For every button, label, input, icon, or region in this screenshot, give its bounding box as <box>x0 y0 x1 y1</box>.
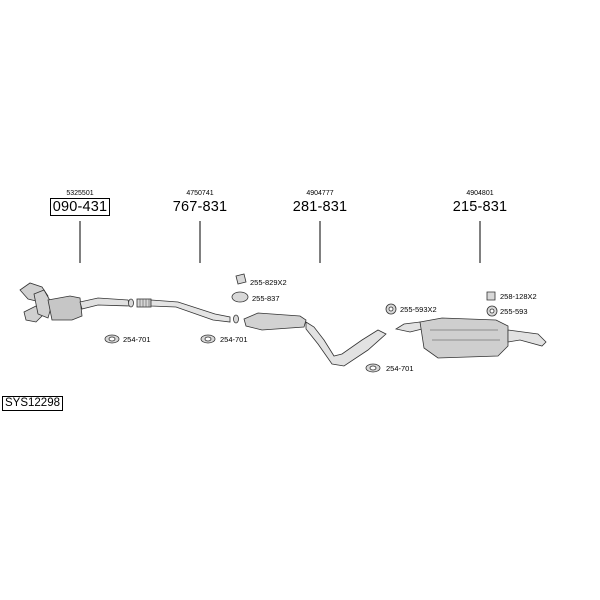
oem-number: 4904801 <box>466 190 494 197</box>
oem-number: 4904777 <box>306 190 334 197</box>
accessory-label: 254-701 <box>220 335 248 344</box>
clamp-icon <box>104 334 120 344</box>
rubber-mount-icon <box>231 291 249 303</box>
rear-silencer <box>394 317 547 359</box>
intermediate-pipe <box>136 298 231 323</box>
accessory-label: 255-593 <box>500 307 528 316</box>
accessory-label: 254-701 <box>386 364 414 373</box>
oem-number: 4750741 <box>186 190 214 197</box>
oem-number: 5325501 <box>66 190 94 197</box>
accessory-label: 255-829X2 <box>250 278 287 287</box>
part-090-431: 5325501 090-431 <box>44 190 116 216</box>
system-code: SYS12298 <box>2 396 63 411</box>
gasket-icon <box>233 314 239 324</box>
accessory-label: 255-593X2 <box>400 305 437 314</box>
accessory-label: 258-128X2 <box>500 292 537 301</box>
rubber-mount-icon <box>486 305 498 317</box>
part-number: 215-831 <box>452 199 508 215</box>
part-767-831: 4750741 767-831 <box>164 190 236 216</box>
part-number: 767-831 <box>172 199 228 215</box>
middle-silencer <box>243 312 387 367</box>
clamp-icon <box>365 363 381 373</box>
clamp-icon <box>200 334 216 344</box>
gasket-icon <box>128 298 134 308</box>
accessory-label: 255-837 <box>252 294 280 303</box>
rubber-mount-icon <box>235 273 247 285</box>
rubber-mount-icon <box>385 303 397 315</box>
accessory-label: 254-701 <box>123 335 151 344</box>
front-pipe-catalyst <box>19 282 131 323</box>
part-281-831: 4904777 281-831 <box>284 190 356 216</box>
part-215-831: 4904801 215-831 <box>444 190 516 216</box>
part-number: 281-831 <box>292 199 348 215</box>
part-number: 090-431 <box>49 198 111 216</box>
bracket-icon <box>486 291 496 301</box>
